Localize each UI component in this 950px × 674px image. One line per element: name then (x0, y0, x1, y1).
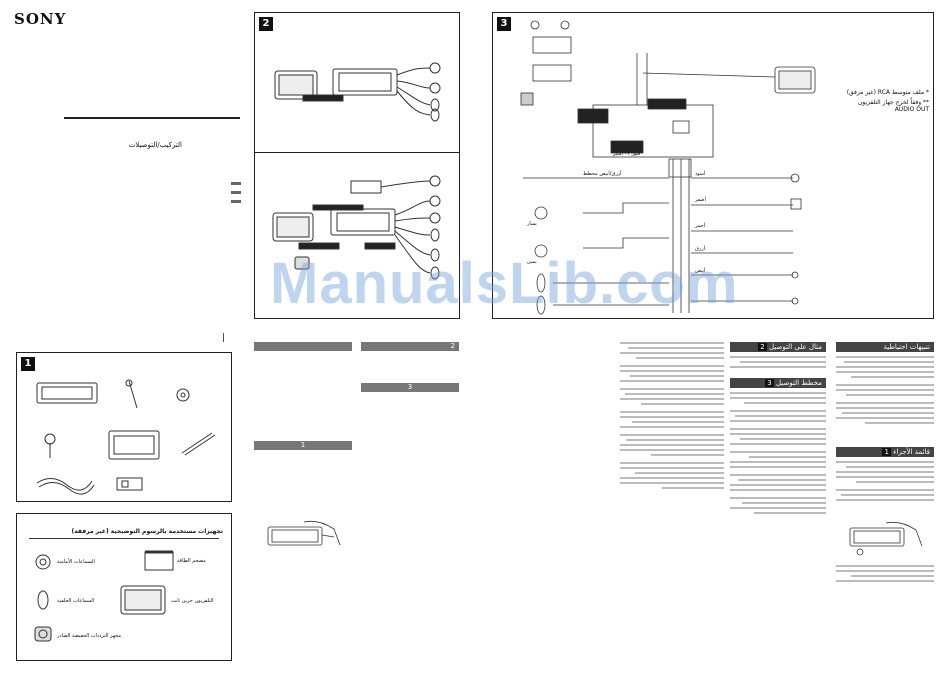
header-parts-text: قائمة الأجزاء (893, 448, 930, 456)
legend-rule (29, 538, 219, 539)
wire-label-red: أحمر (695, 223, 706, 229)
language-tabs (231, 182, 241, 203)
legend-rear-speakers: السماعات الخلفية (57, 598, 95, 604)
wire-label-blue: أزرق (695, 246, 706, 252)
text-column-1b (836, 461, 934, 501)
panel-2-connection-example: 2 (254, 12, 460, 319)
legend-subwoofer: مجهز الترددات الخفيضة الصادر (57, 633, 122, 639)
wire-label-blue-white: أزرق/أبيض مخطط (583, 171, 622, 177)
diagram-note-1: * ملف متوسط RCA (غير مرفق) (846, 89, 929, 96)
text-column-2a (730, 356, 826, 368)
text-column-2b (730, 392, 826, 514)
panel-3-wiring-diagram (520, 20, 816, 315)
legend-panel: تجهيزات مستخدمة بالرسوم التوضيحية (غير م… (16, 513, 232, 661)
section-bar-2: 2 (361, 342, 459, 351)
legend-title: تجهيزات مستخدمة بالرسوم التوضيحية (غير م… (71, 528, 224, 535)
legend-tv: التلفزيون حزين ثابت (171, 598, 214, 604)
header-connect-example-text: مثال على التوصيل (768, 343, 822, 351)
header-connect-diagram-text: مخطط التوصيل (775, 379, 822, 387)
parts-release-illustration (849, 521, 923, 556)
panel-1-parts: 1 (16, 352, 232, 502)
header-connect-example-num: 2 (758, 343, 767, 351)
panel-1-badge: 1 (21, 357, 35, 371)
text-column-1a (836, 356, 934, 424)
page-marker: | (222, 333, 226, 343)
panel-2-badge: 2 (259, 17, 273, 31)
text-column-3 (620, 342, 724, 489)
header-parts-num: 1 (882, 448, 891, 456)
wire-label-black: أسود (695, 171, 706, 177)
header-connect-example: مثال على التوصيل 2 (730, 342, 826, 352)
legend-illustrations (34, 550, 174, 642)
wire-label-yellow: أصفر (695, 197, 706, 203)
panel-3-badge: 3 (497, 17, 511, 31)
unit-hand-illustration (267, 520, 341, 546)
text-column-1c (836, 565, 934, 582)
header-caution: تنبيهات احتياطية (836, 342, 934, 352)
legend-amplifier: مضخم الطاقة (177, 558, 206, 564)
fuse-label: فيوز ٠١ أمبير (613, 151, 641, 157)
wire-label-white: أبيض (695, 268, 706, 274)
section-bar-3: 3 (361, 383, 459, 392)
brand-logo: SONY (14, 10, 67, 28)
watermark: ManualsLib.com (270, 251, 739, 316)
panel-3-connection-diagram: 3 * ملف (492, 12, 934, 319)
section-bar-1: 1 (254, 441, 352, 450)
speaker-label-right: يمين (527, 259, 537, 265)
panel-2-wiring-diagram (272, 62, 441, 280)
parts-illustration (36, 379, 216, 495)
header-connect-diagram-num: 3 (765, 379, 774, 387)
diagram-note-2: ** وفقاً لخرج جهاز التلفزيون AUDIO OUT (857, 99, 929, 113)
section-bar-a (254, 342, 352, 351)
header-connect-diagram: مخطط التوصيل 3 (730, 378, 826, 388)
panel-2-divider (255, 152, 459, 153)
title-arabic: التركيب/التوصيلات (128, 141, 182, 149)
header-parts-list: قائمة الأجزاء 1 (836, 447, 934, 457)
speaker-label-left: يسار (527, 221, 537, 227)
legend-front-speakers: السماعات الأمامية (57, 559, 95, 565)
title-rule (64, 117, 240, 119)
